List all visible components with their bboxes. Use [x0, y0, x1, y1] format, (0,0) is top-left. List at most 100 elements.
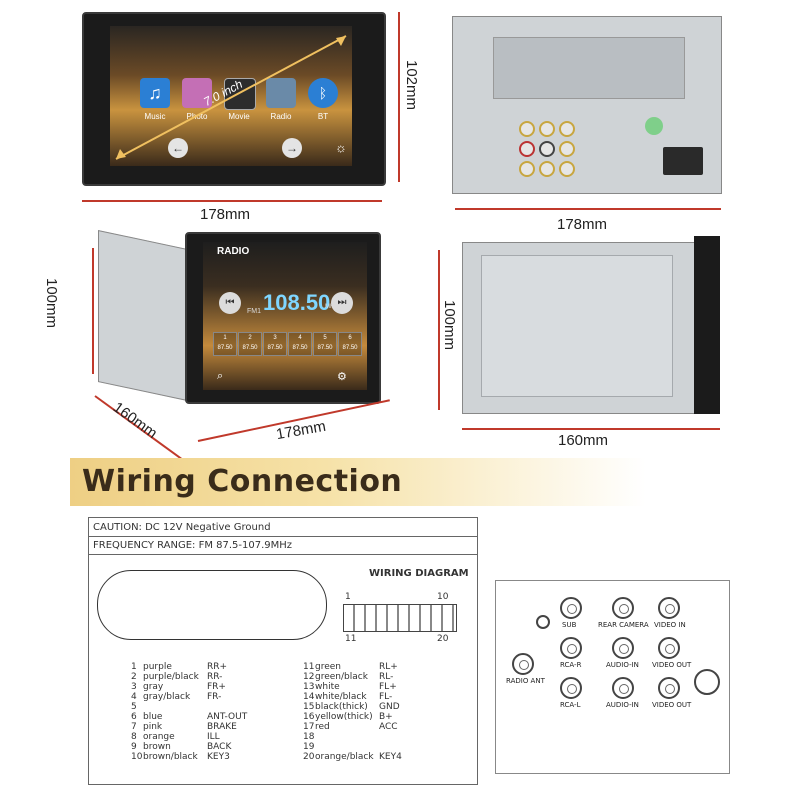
rca-l-jack-icon: [560, 677, 582, 699]
back-chassis: [452, 16, 722, 194]
rca-r-jack-icon: [560, 637, 582, 659]
preset-frequency: 87.50: [292, 345, 308, 351]
side-chassis: [462, 242, 696, 414]
audio-in-jack-icon: [612, 637, 634, 659]
pin-wire-color: gray: [143, 682, 164, 692]
back-width-line: [455, 208, 721, 210]
pin-function: KEY4: [379, 752, 402, 762]
music-icon[interactable]: ♫: [140, 78, 170, 108]
unit-outline-drawing: [97, 570, 327, 640]
pin-function: ILL: [207, 732, 220, 742]
radio-label: Radio: [270, 112, 292, 121]
search-icon[interactable]: ⌕: [217, 370, 224, 382]
front-height-line: [398, 12, 400, 182]
rca-label: RCA-R: [560, 661, 582, 669]
pin-wire-color: black(thick): [315, 702, 368, 712]
pin-function: ANT-OUT: [207, 712, 248, 722]
rca-label: REAR CAMERA: [598, 621, 649, 629]
music-label: Music: [144, 112, 166, 121]
radio-title: RADIO: [217, 246, 250, 257]
small-jack-icon: [536, 615, 550, 629]
video-in-jack-icon: [658, 597, 680, 619]
wiring-diagram-title: WIRING DIAGRAM: [369, 568, 469, 579]
rca-jack: [539, 141, 555, 157]
next-arrow-icon[interactable]: →: [282, 138, 302, 158]
pin-function: FL-: [379, 692, 393, 702]
pin-number: 13: [303, 682, 315, 692]
seek-back-icon[interactable]: ⏮: [219, 292, 241, 314]
radio-icon[interactable]: [266, 78, 296, 108]
preset-number: 5: [323, 335, 327, 341]
frequency-range-text: FREQUENCY RANGE: FM 87.5-107.9MHz: [93, 540, 293, 551]
pin-number: 4: [131, 692, 137, 702]
chassis-top-rail: [493, 37, 685, 99]
side-height-label: 100mm: [441, 300, 458, 351]
pin-function: RR+: [207, 662, 228, 672]
pin-number: 14: [303, 692, 315, 702]
pin-number: 12: [303, 672, 315, 682]
brightness-icon[interactable]: ☼: [335, 140, 347, 155]
pin-function: KEY3: [207, 752, 230, 762]
pin-wire-color: pink: [143, 722, 163, 732]
pin-function: RR-: [207, 672, 223, 682]
prev-arrow-icon[interactable]: ←: [168, 138, 188, 158]
pin-wire-color: green/black: [315, 672, 368, 682]
audio-in-jack-icon: [612, 677, 634, 699]
large-jack-icon: [694, 669, 720, 695]
rca-jack: [539, 121, 555, 137]
caution-divider: [89, 536, 477, 537]
rca-panel: SUB REAR CAMERA VIDEO IN RADIO ANT RCA-R…: [495, 580, 730, 774]
preset-number: 6: [348, 335, 352, 341]
pin-function: FR+: [207, 682, 226, 692]
pin-wire-color: purple/black: [143, 672, 199, 682]
front-width-line: [82, 200, 382, 202]
pin-label: 11: [345, 634, 357, 644]
pin-wire-color: blue: [143, 712, 163, 722]
pin-wire-color: orange: [143, 732, 175, 742]
movie-icon[interactable]: [224, 78, 256, 110]
pin-wire-color: brown: [143, 742, 171, 752]
front-height-label: 102mm: [403, 60, 420, 111]
pin-label: 1: [345, 592, 351, 602]
bluetooth-icon[interactable]: ᛒ: [308, 78, 338, 108]
rca-label: AUDIO-IN: [606, 701, 639, 709]
settings-icon[interactable]: ⚙: [337, 371, 347, 383]
pin-function: ACC: [379, 722, 398, 732]
rear-camera-jack-icon: [612, 597, 634, 619]
pin-number: 11: [303, 662, 315, 672]
radio-front-panel: RADIO ⏮ FM1 108.50 MHz ⏭ 187.50287.50387…: [185, 232, 381, 404]
radio-ant-jack-icon: [512, 653, 534, 675]
pin-number: 18: [303, 732, 315, 742]
pin-wire-color: orange/black: [315, 752, 374, 762]
side-panel-inner: [481, 255, 673, 397]
radio-screen: RADIO ⏮ FM1 108.50 MHz ⏭ 187.50287.50387…: [203, 242, 367, 390]
front-width-label: 178mm: [200, 206, 251, 223]
back-width-label: 178mm: [557, 216, 608, 233]
seek-forward-icon[interactable]: ⏭: [331, 292, 353, 314]
angled-depth-label: 160mm: [109, 398, 161, 443]
rca-label: VIDEO OUT: [652, 661, 692, 669]
rca-jack: [519, 121, 535, 137]
green-sticker: [645, 117, 663, 135]
pin-number: 2: [131, 672, 137, 682]
pin-number: 16: [303, 712, 315, 722]
rca-label: RADIO ANT: [506, 677, 545, 685]
caution-text: CAUTION: DC 12V Negative Ground: [93, 522, 271, 533]
preset-number: 1: [223, 335, 227, 341]
pin-number: 8: [131, 732, 137, 742]
photo-icon[interactable]: [182, 78, 212, 108]
pin-function: B+: [379, 712, 393, 722]
band-label: FM1: [247, 308, 261, 315]
preset-number: 3: [273, 335, 277, 341]
rca-label: VIDEO OUT: [652, 701, 692, 709]
rca-jack: [559, 161, 575, 177]
pin-wire-color: brown/black: [143, 752, 198, 762]
frequency-divider: [89, 554, 477, 555]
frequency-display: 108.50: [263, 290, 331, 315]
